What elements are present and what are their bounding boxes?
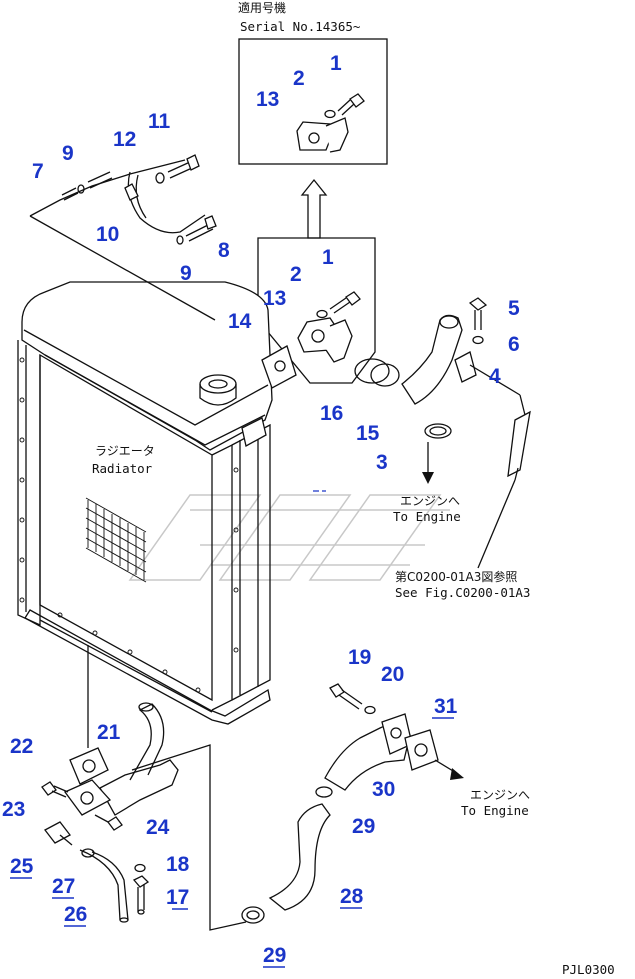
lower-outlet-parts [41,645,247,931]
callout-20: 20 [381,663,404,686]
callout-5: 5 [508,297,520,320]
inset-arrow [300,178,328,239]
to-engine-upper-jp: エンジンへ [400,494,460,508]
see-fig-jp: 第C0200-01A3図参照 [395,569,517,584]
callout-30: 30 [372,778,395,801]
callout-22: 22 [10,735,33,758]
radiator-label-en: Radiator [92,461,153,476]
callout-2-old: 2 [290,263,302,286]
callout-9-upper: 9 [62,142,74,165]
callout-14: 14 [228,310,252,333]
lower-hose-parts [241,683,464,924]
to-engine-lower-en: To Engine [461,803,529,818]
callout-10: 10 [96,223,119,246]
callout-1-new: 1 [330,52,342,75]
callout-25: 25 [10,855,34,878]
drawing-code: PJL0300 [562,962,615,977]
callout-13-new: 13 [256,88,279,111]
callout-15: 15 [356,422,380,445]
callout-21: 21 [97,721,121,744]
upper-hose-parts [261,297,531,569]
serial-note-line1: 適用号機 [238,0,286,15]
callout-16: 16 [320,402,343,425]
callout-6: 6 [508,333,520,356]
callout-13-old: 13 [263,287,286,310]
callout-29-upper: 29 [352,815,375,838]
to-engine-upper-en: To Engine [393,509,461,524]
callout-9-lower: 9 [180,262,192,285]
callout-4: 4 [489,365,501,388]
radiator-label-jp: ラジエータ [95,444,155,458]
callout-2-new: 2 [293,67,305,90]
callout-3: 3 [376,451,388,474]
callout-18: 18 [166,853,190,876]
callout-8: 8 [218,239,230,262]
callout-11: 11 [148,110,171,133]
inset-old-parts [297,291,361,363]
see-fig-en: See Fig.C0200-01A3 [395,585,530,600]
callout-31: 31 [434,695,458,718]
callout-1-old: 1 [322,246,334,269]
callout-17: 17 [166,886,189,909]
serial-note: 適用号機 Serial No.14365~ [238,0,360,34]
callout-12: 12 [113,128,136,151]
radiator-core-mesh [85,497,147,583]
to-engine-lower-jp: エンジンへ [470,788,530,802]
callout-19: 19 [348,646,371,669]
callout-28: 28 [340,885,364,908]
serial-note-line2: Serial No.14365~ [240,19,360,34]
radiator-assembly [17,281,326,725]
overflow-tube-parts [29,154,217,321]
callout-26: 26 [64,903,87,926]
inset-new-parts [296,93,365,153]
callout-7: 7 [32,160,44,183]
callout-24: 24 [146,816,170,839]
callouts: 1 2 13 1 2 13 7 9 12 11 10 9 8 14 5 6 4 … [2,52,520,968]
callout-29-lower: 29 [263,944,286,967]
callout-27: 27 [52,875,75,898]
inset-box-new [238,38,388,165]
callout-23: 23 [2,798,25,821]
